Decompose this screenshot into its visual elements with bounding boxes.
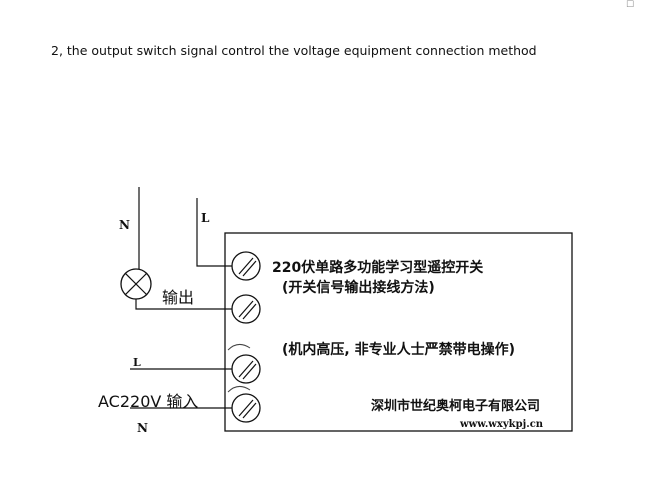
terminal-4 [231,393,261,423]
terminal-2 [231,294,261,324]
box-warning: (机内高压, 非专业人士严禁带电操作) [282,341,515,358]
device-box [224,232,573,432]
terminal-mark [227,344,251,351]
label-n-top: N [119,218,130,232]
terminal-mark [227,386,251,393]
caption: 2, the output switch signal control the … [51,43,537,58]
box-website: www.wxykpj.cn [459,419,544,430]
label-l-bottom: L [133,356,141,369]
lamp-icon [120,268,152,300]
terminal-1 [231,251,261,281]
box-title-line2: (开关信号输出接线方法) [282,279,435,296]
wire-output [135,299,232,310]
label-n-bottom: N [137,421,148,435]
corner-mark: ☐ [626,0,635,10]
wire-l-top [196,198,232,267]
label-ac-input: AC220V 输入 [98,392,198,411]
box-company: 深圳市世纪奥柯电子有限公司 [371,398,540,414]
label-l-top: L [201,211,210,225]
terminal-3 [231,354,261,384]
label-output: 输出 [162,288,194,307]
box-title-line1: 220伏单路多功能学习型遥控开关 [272,259,483,276]
